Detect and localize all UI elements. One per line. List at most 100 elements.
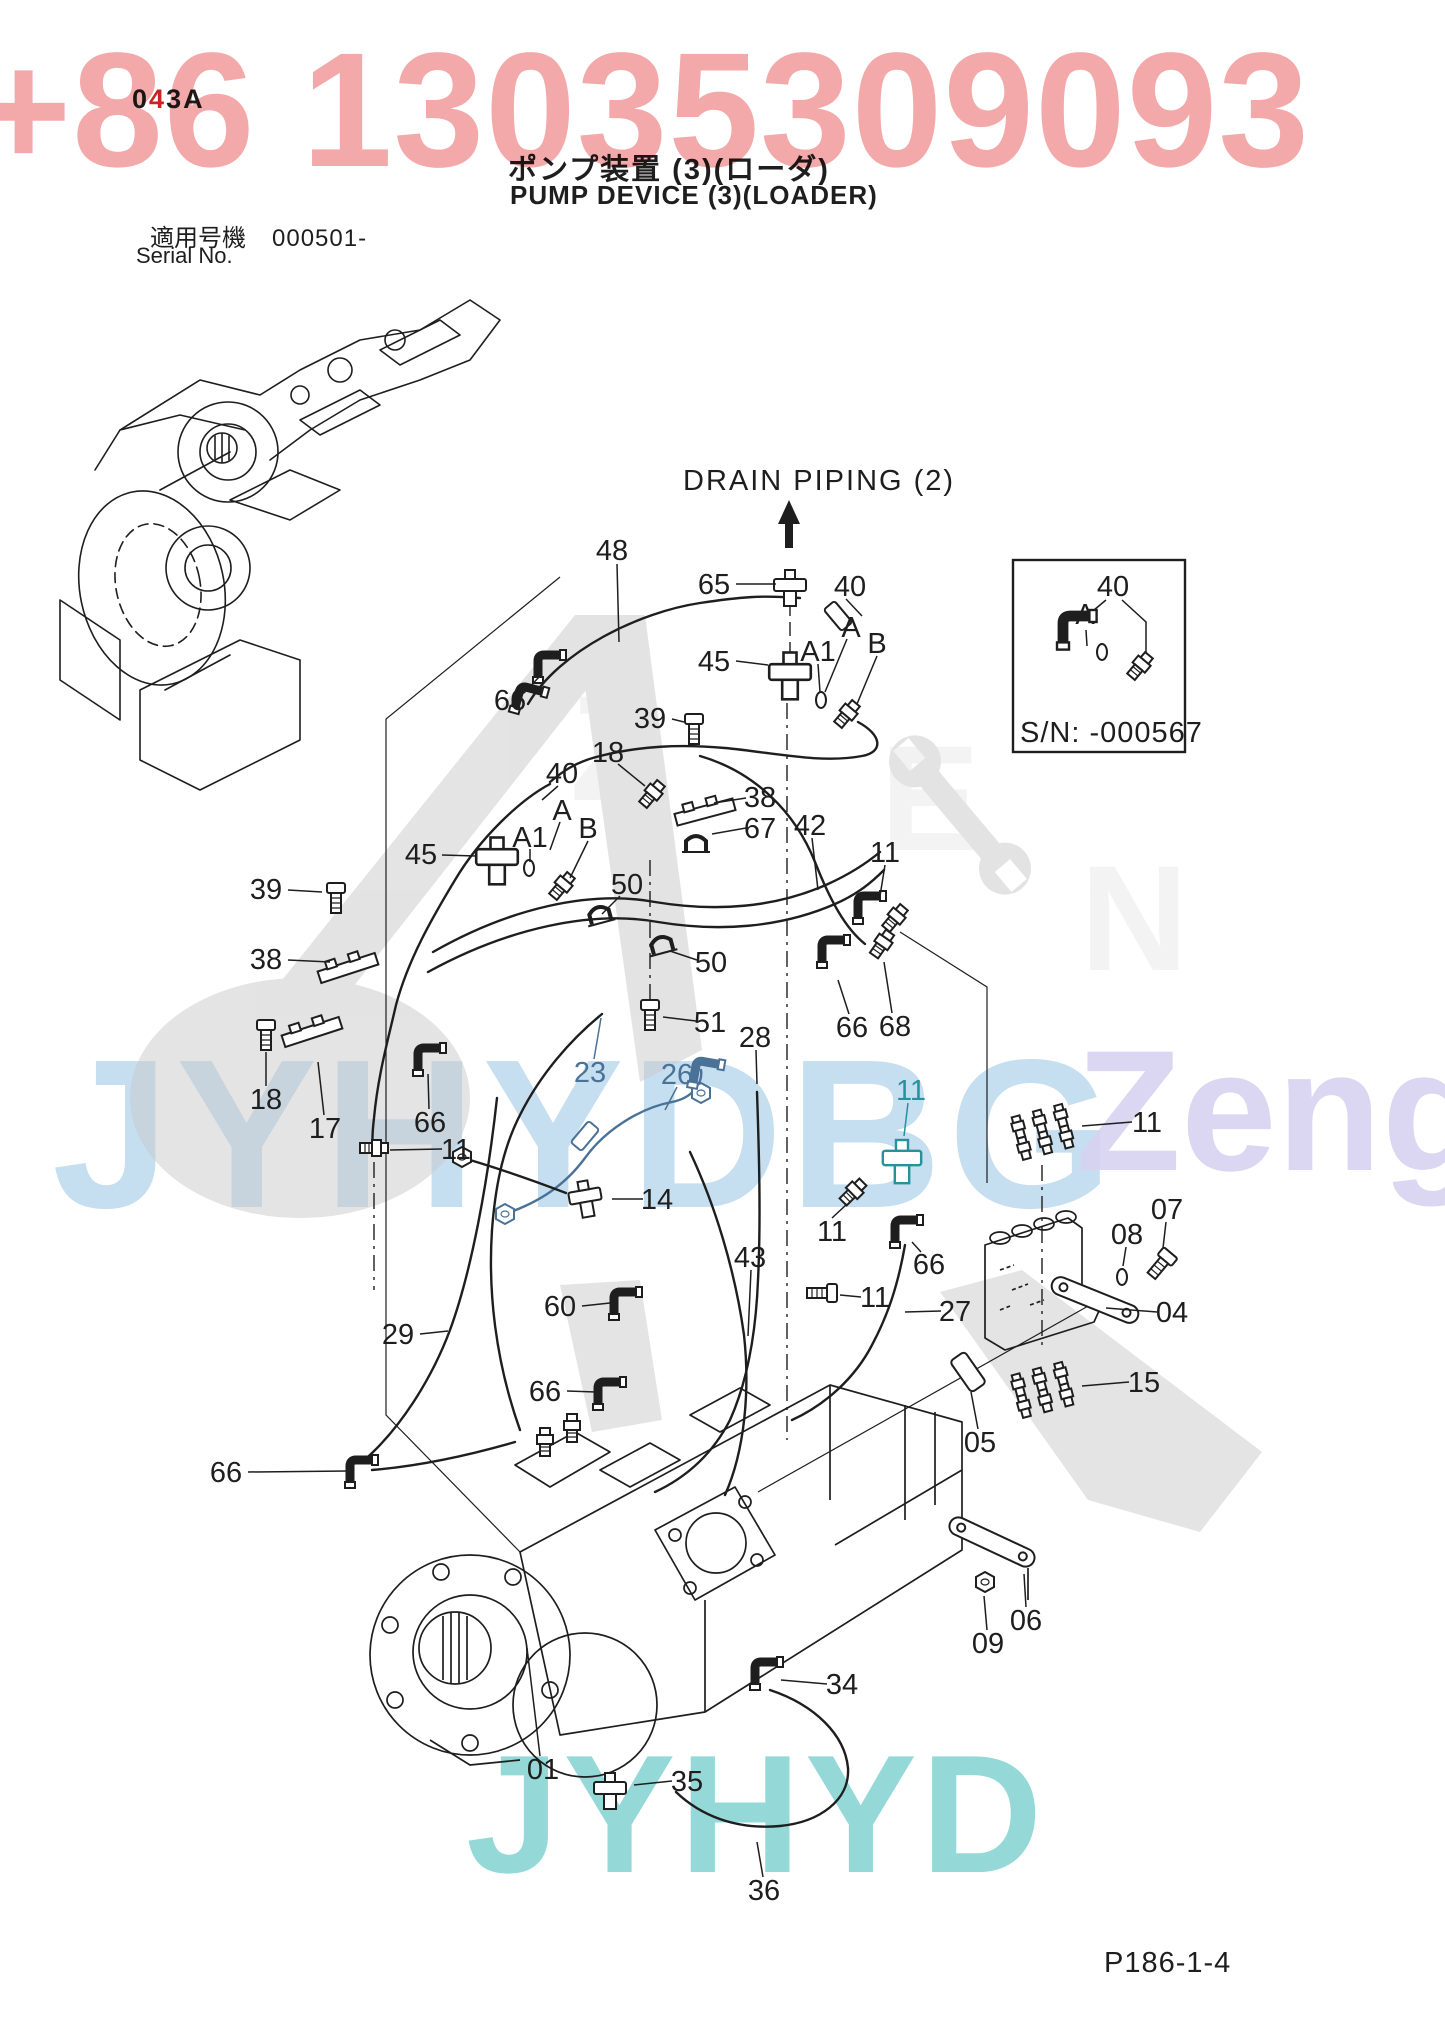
part-label-45: 45 [698, 646, 730, 678]
part-label-11: 11 [896, 1075, 926, 1107]
elbow-fitting [1055, 608, 1098, 651]
bolt-fitting [806, 1283, 838, 1303]
plug-fitting [1125, 650, 1155, 682]
part-label-38: 38 [744, 782, 776, 814]
washer-fitting [523, 859, 535, 877]
part-label-11: 11 [1132, 1107, 1162, 1139]
svg-text:E: E [880, 714, 980, 882]
engine-assembly-sketch [59, 299, 501, 791]
part-label-28: 28 [739, 1022, 771, 1054]
watermark-zeng: Zeng [1076, 1015, 1445, 1207]
part-label-08: 08 [1111, 1219, 1143, 1251]
clamp-fitting [682, 834, 710, 853]
bolt-fitting [326, 882, 346, 914]
serial-label-jp: 適用号機 [150, 225, 246, 252]
part-label-05: 05 [964, 1427, 996, 1459]
serial-label-en: Serial No. [136, 243, 233, 268]
part-label-11: 11 [817, 1216, 847, 1248]
hose-left-long [371, 782, 552, 1150]
stack-fitting [1010, 1102, 1075, 1162]
hose-27 [790, 1243, 907, 1422]
part-label-60: 60 [544, 1291, 576, 1323]
hose-pair-b [426, 868, 886, 974]
hose-29 [360, 1096, 499, 1464]
part-label-26: 26 [661, 1059, 693, 1091]
washer-fitting [1096, 643, 1108, 661]
part-label-66: 66 [494, 685, 526, 717]
hose-42 [698, 754, 867, 946]
part-label-40: 40 [834, 571, 866, 603]
stack-fitting [1010, 1360, 1075, 1420]
part-label-14: 14 [641, 1184, 673, 1216]
part-label-35: 35 [671, 1766, 703, 1798]
plug-fitting [838, 1177, 868, 1207]
tee-fitting [474, 836, 520, 886]
nut-fitting [495, 1202, 515, 1226]
part-label-29: 29 [382, 1319, 414, 1351]
serial-inset-box: 40 A S/N: -000567 [1011, 558, 1203, 754]
part-label-07: 07 [1151, 1194, 1183, 1226]
washer-fitting [815, 691, 827, 709]
part-label-42: 42 [794, 810, 826, 842]
plug-fitting [868, 928, 896, 960]
part-label-A: A [841, 612, 861, 644]
hose-26 [503, 1068, 703, 1216]
part-label-A1: A1 [512, 822, 547, 854]
title-english: PUMP DEVICE (3)(LOADER) [510, 180, 878, 210]
page-code-post: 3A [166, 84, 205, 114]
part-label-51: 51 [694, 1007, 726, 1039]
drain-piping-label: DRAIN PIPING (2) [683, 465, 955, 497]
part-label-66: 66 [836, 1012, 868, 1044]
inset-ref-label: 40 [1097, 571, 1129, 603]
part-label-04: 04 [1156, 1297, 1188, 1329]
elbow-fitting [592, 1376, 627, 1411]
strap-fitting [1050, 1276, 1140, 1324]
sleeve-fitting [570, 1121, 600, 1151]
bracket-fitting [280, 1014, 344, 1049]
washer-fitting [1116, 1268, 1128, 1286]
part-label-38: 38 [250, 944, 282, 976]
part-label-06: 06 [1010, 1605, 1042, 1637]
part-label-34: 34 [826, 1669, 858, 1701]
part-label-39: 39 [250, 874, 282, 906]
tee-fitting [881, 1138, 923, 1185]
part-label-43: 43 [734, 1242, 766, 1274]
bolt-fitting [640, 999, 660, 1031]
clamp-fitting [587, 904, 616, 928]
part-label-27: 27 [939, 1296, 971, 1328]
part-label-09: 09 [972, 1628, 1004, 1660]
strap-fitting [948, 1516, 1036, 1568]
elbow-fitting [344, 1454, 379, 1489]
fittings-layer [256, 569, 1178, 1810]
part-label-11: 11 [441, 1134, 471, 1166]
tee-fitting [773, 569, 807, 607]
tee-fitting [567, 1179, 603, 1219]
part-label-11: 11 [870, 837, 900, 869]
elbow-fitting [685, 1056, 727, 1091]
part-label-B: B [578, 813, 597, 845]
elbow-fitting [816, 934, 851, 969]
part-label-18: 18 [592, 737, 624, 769]
cyl-fitting [950, 1351, 986, 1393]
page-code-pre: 0 [132, 84, 150, 114]
part-label-68: 68 [879, 1011, 911, 1043]
part-label-39: 39 [634, 703, 666, 735]
elbow-fitting [852, 890, 887, 925]
part-label-66: 66 [414, 1107, 446, 1139]
up-arrow-icon [778, 500, 800, 548]
part-label-B: B [867, 628, 886, 660]
bolt-fitting [684, 713, 704, 745]
bracket-fitting [316, 950, 380, 985]
inset-sn-label: S/N: -000567 [1020, 717, 1203, 749]
part-label-45: 45 [405, 839, 437, 871]
plug-fitting [637, 778, 667, 810]
elbow-fitting [412, 1042, 447, 1077]
hose-pigtail-40 [548, 720, 879, 784]
part-label-40: 40 [546, 758, 578, 790]
bracket-fitting [673, 794, 737, 827]
watermark-excavator: Z E N [130, 615, 1262, 1532]
hose-36 [674, 1688, 850, 1828]
plug-fitting [536, 1427, 554, 1457]
